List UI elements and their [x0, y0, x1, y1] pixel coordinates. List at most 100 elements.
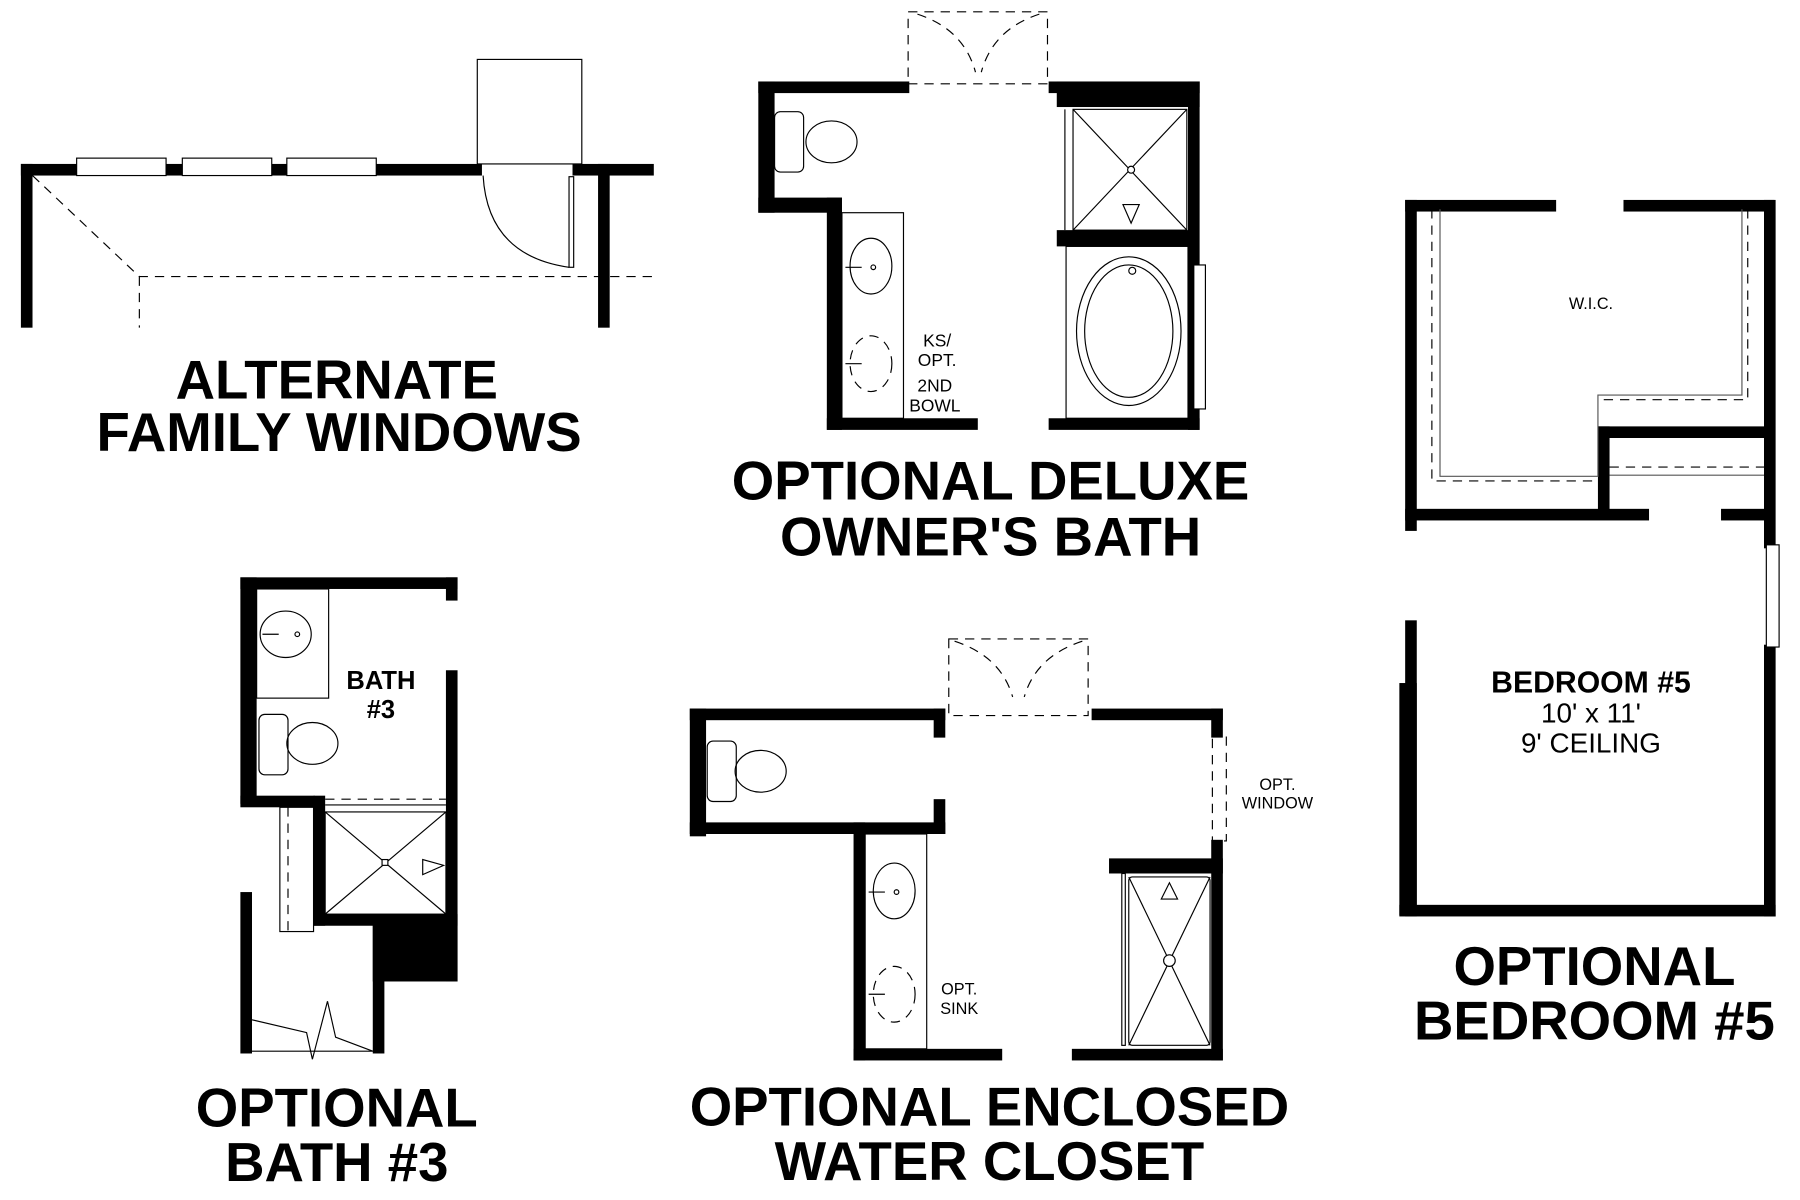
room-size: 10' x 11' [1541, 698, 1641, 729]
room-name: #3 [367, 696, 395, 724]
wall [1721, 508, 1774, 521]
bathtub-icon [1065, 245, 1189, 419]
note-label: OPT. [1259, 776, 1295, 794]
wall [445, 670, 458, 982]
vanity-counter [841, 212, 905, 419]
plan-title: FAMILY WINDOWS [97, 402, 582, 463]
wall [1188, 81, 1200, 430]
plan-title: BATH #3 [225, 1132, 448, 1193]
wall [689, 708, 946, 721]
plan-title: BEDROOM #5 [1414, 991, 1775, 1052]
wall [933, 708, 946, 738]
wall [826, 418, 978, 430]
shower-icon [1064, 108, 1188, 231]
wall [1405, 508, 1650, 521]
wall [20, 163, 33, 328]
plan-alternate-family-windows: ALTERNATE FAMILY WINDOWS [20, 58, 654, 463]
note-label: OPT. [941, 980, 977, 998]
wall [240, 892, 252, 1054]
shower-icon [1121, 872, 1211, 1046]
sink-icon [868, 862, 916, 920]
wall [240, 795, 315, 808]
optional-door-icon [907, 11, 1049, 85]
wall [853, 1048, 1003, 1061]
closet-rod [1602, 209, 1749, 401]
wall [1405, 199, 1557, 212]
room-name: BEDROOM #5 [1491, 666, 1691, 699]
plan-title: OWNER'S BATH [780, 506, 1201, 567]
wall [689, 708, 707, 837]
ceiling-line [32, 175, 654, 278]
bifold-door-icon [251, 1001, 373, 1060]
wall [445, 577, 458, 601]
window-icon [76, 157, 167, 177]
plan-optional-enclosed-water-closet: OPT. WINDOW OPT. SINK OPTIONAL EN [689, 638, 1314, 1192]
wall [1597, 426, 1610, 514]
wall [1405, 199, 1417, 531]
window-icon [1765, 544, 1780, 648]
plan-title: ALTERNATE [176, 350, 498, 411]
plan-optional-bedroom-5: W.I.C. BEDROOM #5 10' x 11' 9' CEILING O… [1399, 199, 1780, 1052]
wall [1623, 199, 1775, 212]
wall [1091, 708, 1223, 721]
window-icon [1193, 264, 1207, 410]
plan-title: OPTIONAL DELUXE [732, 451, 1250, 512]
wall [826, 197, 842, 430]
note-label: 2ND [917, 376, 952, 396]
plan-title: WATER CLOSET [775, 1131, 1205, 1192]
closet-label: W.I.C. [1569, 295, 1613, 313]
vanity-counter [864, 833, 928, 1050]
plan-title: OPTIONAL ENCLOSED [690, 1076, 1289, 1137]
plan-optional-bath-3: BATH #3 OPTIONAL BATH #3 [196, 577, 478, 1193]
optional-sink-icon [868, 965, 916, 1023]
wall [1211, 839, 1223, 1061]
wall [758, 197, 842, 213]
wall [1048, 418, 1200, 430]
wall [372, 914, 385, 1054]
optional-sink-icon [845, 335, 893, 393]
wall [853, 822, 866, 1061]
wall [1399, 904, 1776, 917]
plan-optional-deluxe-owners-bath: KS/ OPT. 2ND BOWL OPTIONAL DELUXE OWNER'… [732, 11, 1250, 567]
plan-title: OPTIONAL [1453, 936, 1735, 997]
note-label: SINK [940, 1000, 978, 1018]
wall [689, 822, 946, 834]
wall [1764, 644, 1776, 917]
note-label: BOWL [909, 395, 961, 415]
note-label: KS/ [923, 330, 951, 350]
shower-icon [324, 798, 447, 915]
toilet-icon [774, 111, 858, 173]
optional-door-icon [948, 638, 1089, 717]
wall [933, 799, 946, 834]
window-icon [181, 157, 273, 177]
wall [240, 577, 257, 804]
room-ceiling: 9' CEILING [1521, 728, 1661, 759]
wall [1399, 683, 1417, 916]
wall [1597, 426, 1773, 438]
wall [758, 81, 775, 213]
note-label: WINDOW [1242, 794, 1314, 812]
toilet-icon [258, 713, 339, 776]
plan-title: OPTIONAL [196, 1078, 478, 1139]
wall [1211, 708, 1223, 738]
wall [758, 81, 910, 94]
closet-box [476, 58, 583, 165]
window-icon [286, 157, 377, 177]
door-swing-icon [482, 175, 575, 268]
vanity-counter [256, 588, 330, 699]
wall [1071, 1048, 1223, 1061]
wall [313, 795, 326, 926]
closet-shelf [1439, 209, 1743, 477]
wall [1056, 230, 1194, 247]
wall [1056, 81, 1200, 108]
wall [372, 914, 458, 982]
wall [1109, 858, 1223, 874]
sink-icon [845, 237, 893, 295]
linen-closet [279, 806, 315, 933]
optional-window-icon [1211, 733, 1227, 842]
wall [240, 577, 458, 589]
note-label: OPT. [918, 350, 957, 370]
sink-icon [259, 610, 312, 659]
closet-rod [1431, 209, 1598, 482]
